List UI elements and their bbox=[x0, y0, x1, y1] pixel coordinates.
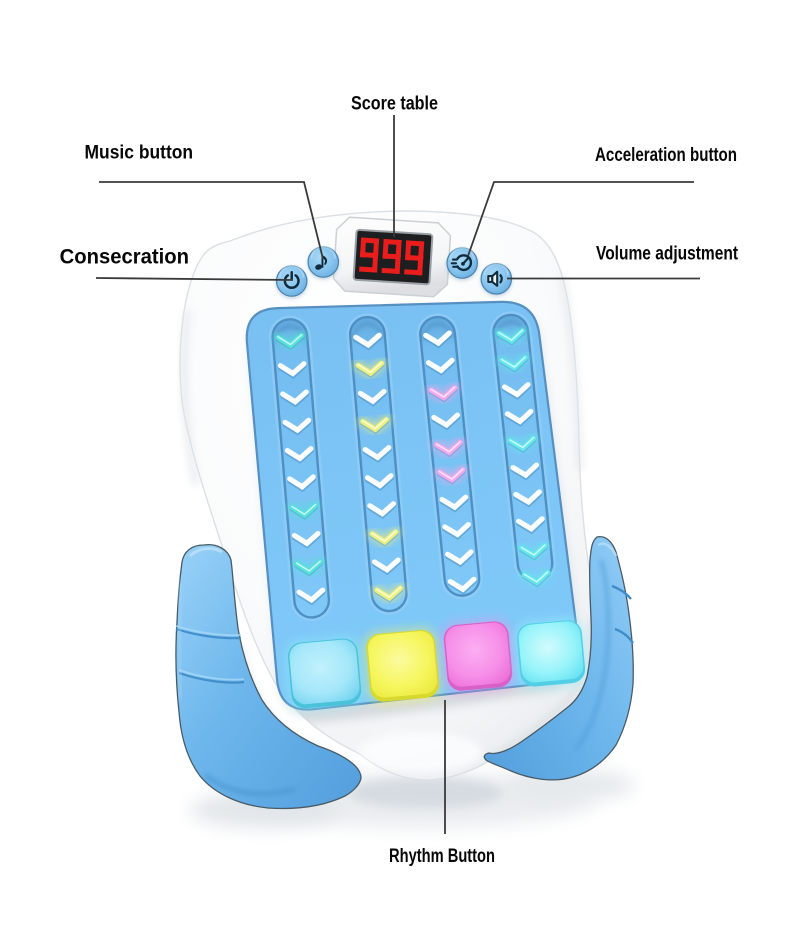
svg-text:Music button: Music button bbox=[85, 142, 194, 164]
svg-text:Rhythm Button: Rhythm Button bbox=[389, 845, 495, 867]
svg-text:Acceleration button: Acceleration button bbox=[595, 144, 737, 166]
svg-text:Score table: Score table bbox=[351, 93, 438, 115]
svg-text:Consecration: Consecration bbox=[60, 245, 189, 269]
svg-text:Volume adjustment: Volume adjustment bbox=[596, 243, 738, 265]
